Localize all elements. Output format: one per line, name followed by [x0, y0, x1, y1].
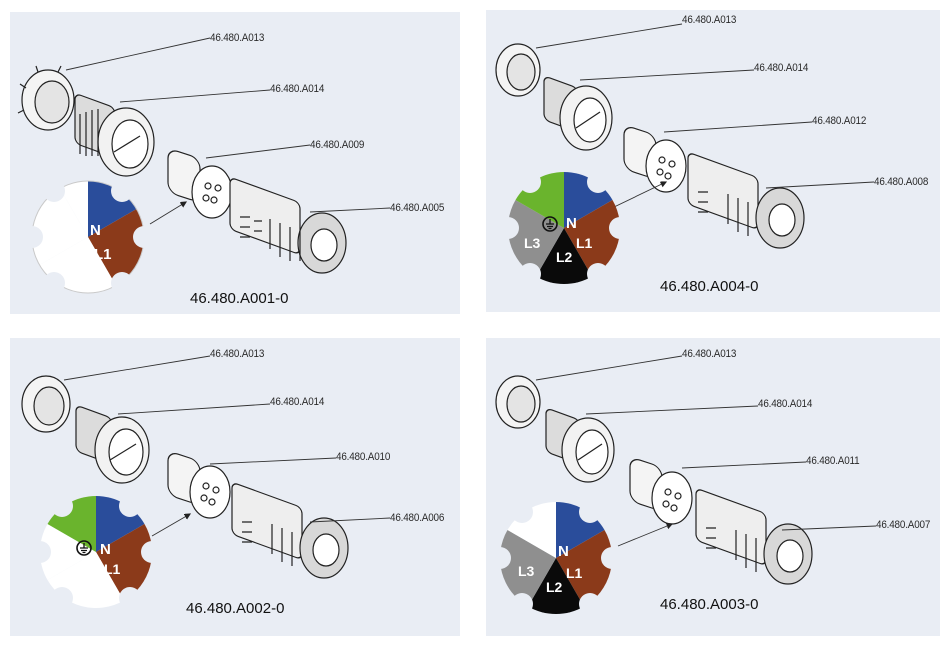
- part-label-insert: 46.480.A011: [806, 455, 860, 467]
- wire-n-label: N: [566, 215, 577, 232]
- part-label-insert: 46.480.A010: [336, 451, 391, 463]
- cable-gland-part: [229, 178, 347, 274]
- part-label-nut: 46.480.A013: [682, 348, 737, 360]
- assembly-number: 46.480.A004-0: [660, 278, 759, 295]
- part-label-housing: 46.480.A014: [270, 83, 325, 95]
- part-label-nut: 46.480.A013: [682, 14, 737, 26]
- exploded-view-a003: N L1 L2 L3: [489, 355, 877, 615]
- earth-ground-icon: [542, 216, 558, 232]
- part-label-housing: 46.480.A014: [754, 62, 809, 74]
- exploded-view-a002: N L1: [21, 355, 391, 609]
- wire-n-label: N: [90, 222, 101, 239]
- earth-ground-icon: [76, 540, 92, 556]
- wire-l3-label: L3: [524, 235, 541, 251]
- wire-l2-label: L2: [546, 579, 563, 595]
- part-label-nut: 46.480.A013: [210, 348, 265, 360]
- lock-nut-part: [17, 65, 75, 131]
- contact-insert-part: [167, 150, 233, 219]
- wiring-diagram: N L1 L2 L3: [497, 171, 631, 285]
- panel-a003: N L1 L2 L3 46.480.A013 46.480.A014 46.48…: [486, 338, 940, 636]
- housing-part: [74, 94, 155, 177]
- part-label-gland: 46.480.A007: [876, 519, 931, 531]
- part-label-gland: 46.480.A008: [874, 176, 929, 188]
- wiring-diagram: N L1: [21, 180, 155, 294]
- wire-l1-label: L1: [104, 561, 121, 577]
- assembly-number: 46.480.A001-0: [190, 290, 289, 307]
- part-label-gland: 46.480.A006: [390, 512, 445, 524]
- wiring-diagram: N L1 L2 L3: [489, 501, 623, 615]
- wire-l1-label: L1: [576, 235, 593, 251]
- part-label-insert: 46.480.A012: [812, 115, 867, 127]
- wire-l1-label: L1: [566, 565, 583, 581]
- wiring-diagram: N L1: [29, 495, 163, 609]
- part-label-insert: 46.480.A009: [310, 139, 365, 151]
- panel-a001: N L1 46.480.A013 46.480.A014 46.480.A009…: [10, 12, 460, 314]
- part-label-housing: 46.480.A014: [270, 396, 325, 408]
- part-label-nut: 46.480.A013: [210, 32, 265, 44]
- panel-a004: N L1 L2 L3 46.480.A013 46.480.A014 46.48…: [486, 10, 940, 312]
- part-label-housing: 46.480.A014: [758, 398, 813, 410]
- wire-l3-label: L3: [518, 563, 535, 579]
- assembly-number: 46.480.A002-0: [186, 600, 285, 617]
- wire-l2-label: L2: [556, 249, 573, 265]
- wire-n-label: N: [100, 541, 111, 558]
- wire-n-label: N: [558, 543, 569, 560]
- exploded-view-a004: N L1 L2 L3: [495, 23, 875, 285]
- panel-a002: N L1 46.480.A013 46.480.A014 46.480.A010…: [10, 338, 460, 636]
- part-label-gland: 46.480.A005: [390, 202, 445, 214]
- exploded-view-a001: N L1: [17, 37, 391, 294]
- wire-l1-label: L1: [94, 246, 112, 263]
- assembly-number: 46.480.A003-0: [660, 596, 759, 613]
